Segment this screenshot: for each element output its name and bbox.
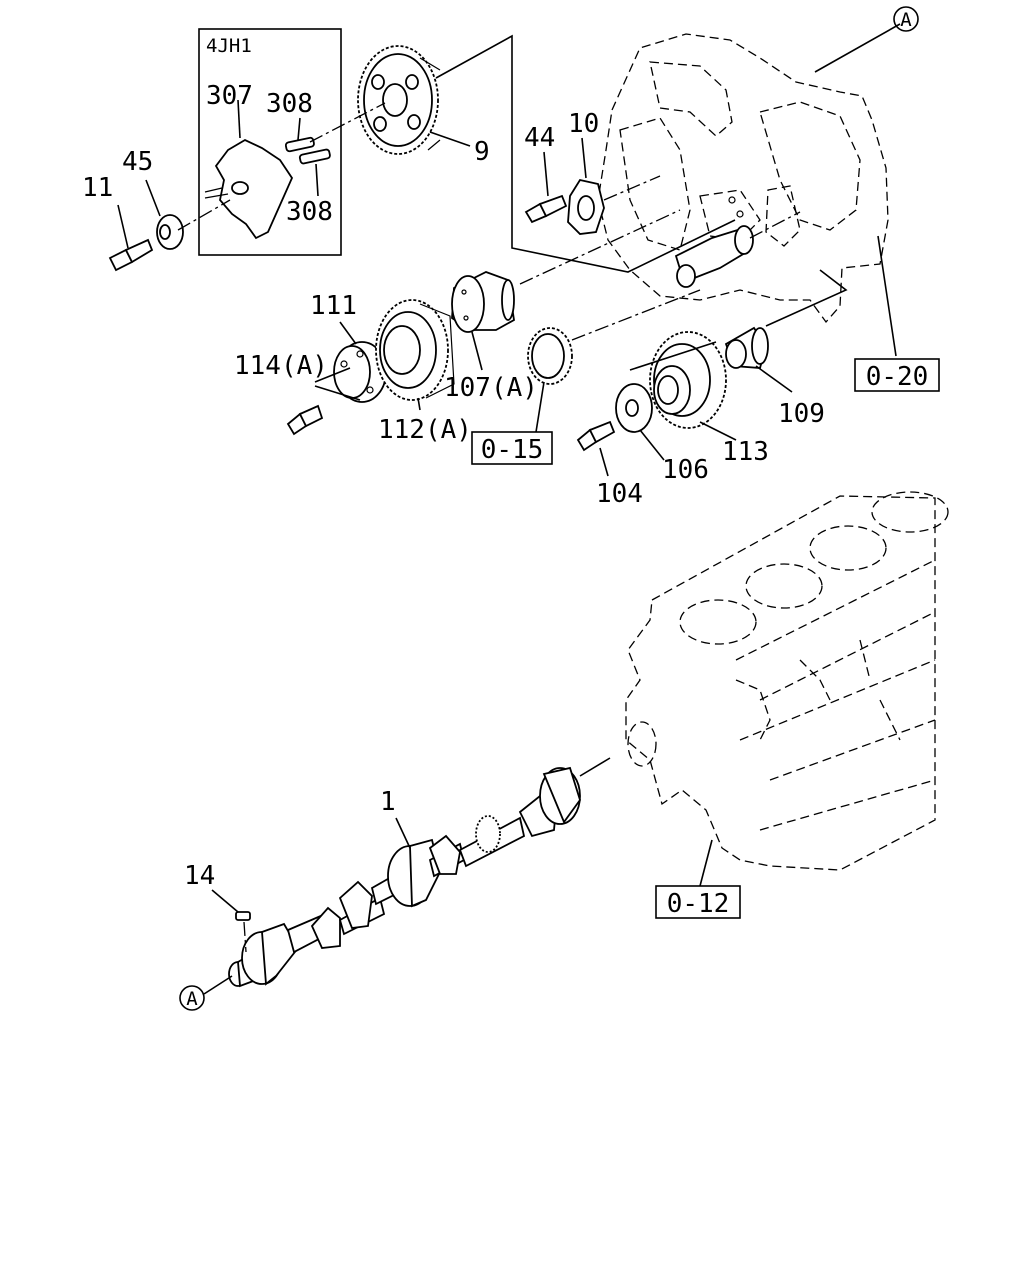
gear-112a[interactable] [375, 299, 455, 401]
washer-106[interactable] [615, 383, 653, 433]
label-10: 10 [568, 109, 599, 139]
label-44: 44 [524, 123, 555, 153]
ref-box-0-20[interactable]: 0-20 [854, 358, 940, 392]
gear-9[interactable] [357, 45, 441, 155]
label-109: 109 [778, 399, 825, 429]
camshaft-1[interactable] [228, 766, 581, 988]
label-45: 45 [122, 147, 153, 177]
ref-0-20-text: 0-20 [866, 362, 929, 392]
label-11: 11 [82, 173, 113, 203]
ref-box-0-12[interactable]: 0-12 [655, 885, 741, 919]
bolt-114a[interactable] [286, 404, 324, 436]
label-308-lower: 308 [286, 197, 333, 227]
gear-113[interactable] [649, 331, 727, 429]
key-14[interactable] [235, 911, 251, 921]
bolt-44[interactable] [524, 194, 568, 224]
label-107a: 107(A) [444, 373, 538, 403]
label-14: 14 [184, 861, 215, 891]
cylinder-block-outline [625, 491, 949, 871]
gasket-10[interactable] [567, 178, 605, 235]
label-114a: 114(A) [234, 351, 328, 381]
small-gear[interactable] [527, 327, 573, 385]
bushing-109[interactable] [724, 326, 769, 369]
label-308-upper: 308 [266, 89, 313, 119]
pin-308-upper[interactable] [284, 136, 315, 153]
washer-45[interactable] [156, 214, 184, 250]
bolt-11[interactable] [108, 238, 154, 272]
callout-a-top-text: A [900, 9, 912, 31]
bushing-107a[interactable] [451, 271, 515, 333]
callout-a-top: A [893, 6, 919, 32]
callout-a-bottom-text: A [186, 988, 198, 1010]
label-111: 111 [310, 291, 357, 321]
label-9: 9 [474, 137, 490, 167]
label-112a: 112(A) [378, 415, 472, 445]
bolt-104[interactable] [576, 420, 616, 452]
label-113: 113 [722, 437, 769, 467]
ref-box-0-15[interactable]: 0-15 [471, 431, 553, 465]
label-1: 1 [380, 787, 396, 817]
inset-label: 4JH1 [206, 35, 252, 57]
ref-0-12-text: 0-12 [667, 889, 730, 919]
callout-a-bottom: A [179, 985, 205, 1011]
pin-308-lower[interactable] [298, 148, 331, 165]
inset-4jh1: 4JH1 [198, 28, 342, 256]
label-307: 307 [206, 81, 253, 111]
front-case-outline [597, 33, 889, 324]
idler-shaft[interactable] [674, 225, 754, 288]
label-104: 104 [596, 479, 643, 509]
ref-0-15-text: 0-15 [481, 435, 544, 465]
hub-307[interactable] [204, 138, 294, 240]
label-106: 106 [662, 455, 709, 485]
